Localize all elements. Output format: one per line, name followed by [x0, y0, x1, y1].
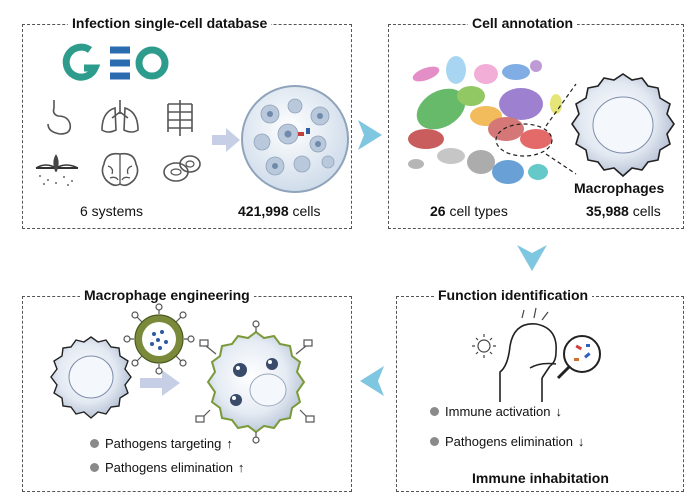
engineered-macrophage-icon [195, 320, 315, 444]
small-flow-arrow [212, 128, 240, 152]
engineering-panel-title: Macrophage engineering [80, 287, 254, 303]
annotation-panel-title: Cell annotation [468, 15, 578, 31]
brain-icon [101, 152, 139, 187]
umap-cluster-plot [408, 56, 577, 184]
bullet-dot [90, 439, 99, 448]
stomach-icon [47, 100, 72, 135]
cell-types-count: 26 cell types [430, 203, 508, 219]
flow-arrow-down [517, 245, 547, 271]
flow-arrow-left [360, 366, 384, 396]
geo-logo [62, 43, 169, 81]
database-cells-count: 421,998 cells [238, 203, 321, 219]
macrophage-cells-count: 35,988 cells [586, 203, 661, 219]
down-arrow-icon: ↓ [577, 434, 585, 449]
bullet-dot [430, 407, 439, 416]
nanoparticle-icon [123, 303, 195, 375]
function-bullet-1: Immune activation↓ [430, 404, 562, 419]
function-bullet-2: Pathogens elimination↓ [430, 434, 584, 449]
macrophage-cell-icon [50, 336, 132, 419]
immune-inhabitation-label: Immune inhabitation [472, 470, 609, 486]
engineering-flow-arrow [140, 370, 180, 396]
cell-dish-icon [241, 85, 349, 193]
person-magnifier-icon [472, 307, 601, 402]
bullet-dot [90, 463, 99, 472]
blood-cells-icon [163, 155, 201, 182]
skin-icon [35, 154, 79, 186]
intestine-icon [167, 100, 193, 136]
database-panel-title: Infection single-cell database [68, 15, 272, 31]
up-arrow-icon: ↑ [226, 436, 233, 451]
macrophages-label: Macrophages [574, 180, 665, 196]
systems-label: 6 systems [80, 203, 144, 219]
lungs-icon [101, 100, 139, 133]
function-panel-title: Function identification [434, 287, 593, 303]
macrophage-cell-icon [571, 73, 675, 178]
engineering-bullet-2: Pathogens elimination↑ [90, 460, 244, 475]
flow-arrow-right [358, 120, 382, 150]
bullet-dot [430, 437, 439, 446]
down-arrow-icon: ↓ [555, 404, 563, 419]
up-arrow-icon: ↑ [237, 460, 245, 475]
engineering-bullet-1: Pathogens targeting↑ [90, 436, 233, 451]
